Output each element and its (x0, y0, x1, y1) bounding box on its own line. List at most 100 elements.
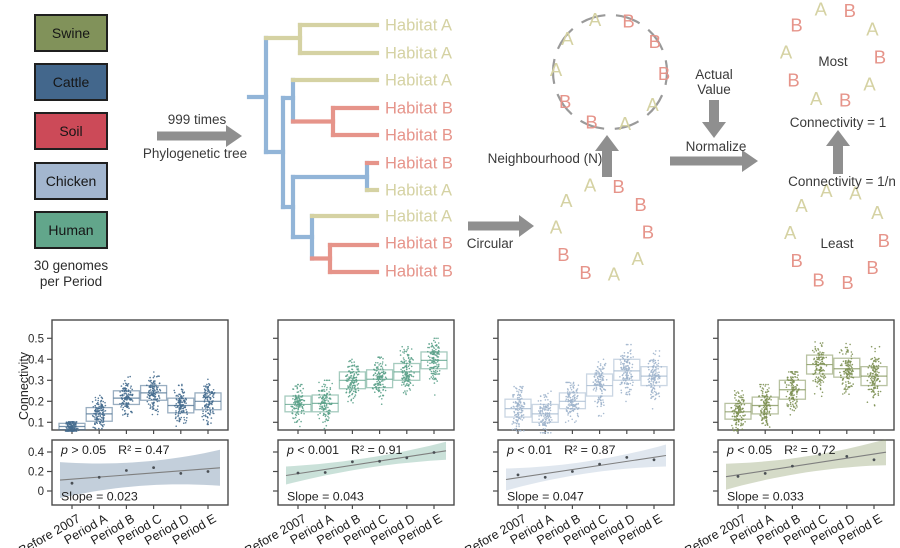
point (327, 413, 330, 416)
point (594, 372, 597, 374)
point (763, 416, 765, 419)
point (207, 388, 210, 391)
point (733, 412, 735, 415)
point (208, 395, 210, 397)
regression-point (625, 456, 629, 459)
point (546, 412, 549, 414)
point (183, 400, 186, 403)
point (839, 371, 841, 374)
point (177, 412, 180, 414)
point (658, 355, 661, 357)
point (656, 364, 658, 366)
point (874, 376, 877, 379)
habitat-letter-a: A (561, 28, 574, 49)
point (203, 414, 205, 417)
point (565, 400, 567, 402)
point (787, 404, 790, 406)
point (551, 419, 553, 421)
point (327, 400, 330, 402)
point (434, 369, 437, 372)
point (817, 348, 819, 350)
point (428, 378, 431, 380)
boxplot-frame (277, 319, 455, 431)
point (875, 373, 877, 375)
point (318, 393, 321, 396)
point (178, 401, 180, 403)
point (630, 343, 632, 346)
point (768, 410, 771, 413)
point (792, 406, 795, 408)
point (129, 375, 131, 378)
point (600, 399, 602, 401)
point (871, 375, 874, 377)
point (569, 382, 572, 384)
point (764, 400, 767, 402)
point (151, 402, 153, 404)
point (407, 380, 409, 383)
point (821, 351, 824, 354)
point (813, 393, 816, 395)
point (595, 385, 597, 387)
point (544, 399, 547, 401)
point (518, 404, 520, 406)
point (175, 411, 177, 414)
point (519, 406, 521, 408)
point (577, 402, 580, 405)
point (427, 346, 429, 349)
point (73, 430, 76, 432)
legend-caption-line1: 30 genomes (33, 258, 109, 273)
point (94, 418, 96, 420)
point (871, 357, 874, 360)
point (131, 400, 134, 402)
point (598, 372, 600, 375)
point (648, 384, 650, 386)
point (792, 394, 794, 397)
point (868, 376, 870, 378)
point (318, 396, 320, 399)
point (571, 398, 574, 400)
point (877, 358, 879, 360)
point (787, 376, 789, 379)
point (401, 384, 403, 386)
point (515, 425, 518, 427)
point (406, 375, 408, 377)
point (148, 390, 150, 392)
point (843, 370, 846, 373)
point (872, 364, 875, 367)
point (410, 348, 413, 350)
point (873, 360, 875, 362)
point (740, 404, 742, 406)
point (627, 374, 629, 377)
point (654, 362, 657, 364)
point (767, 404, 770, 406)
point (374, 363, 376, 366)
point (317, 414, 319, 416)
point (627, 355, 629, 358)
point (624, 380, 627, 382)
point (325, 379, 328, 382)
point (431, 361, 433, 364)
point (401, 345, 404, 348)
point (735, 421, 738, 424)
point (297, 383, 300, 386)
point (204, 407, 207, 409)
point (348, 394, 351, 397)
point (596, 372, 598, 374)
point (353, 373, 356, 375)
point (352, 402, 354, 404)
point (846, 375, 848, 378)
point (153, 388, 155, 390)
point (876, 379, 879, 381)
point (737, 409, 740, 412)
point (203, 399, 206, 401)
regression-line (725, 451, 887, 478)
point (512, 422, 515, 424)
point (377, 376, 379, 378)
point (151, 387, 154, 390)
point (179, 403, 182, 406)
point (357, 387, 359, 389)
point (843, 392, 846, 394)
habitat-letter-b: B (585, 112, 597, 133)
point (325, 424, 328, 427)
point (790, 371, 793, 373)
